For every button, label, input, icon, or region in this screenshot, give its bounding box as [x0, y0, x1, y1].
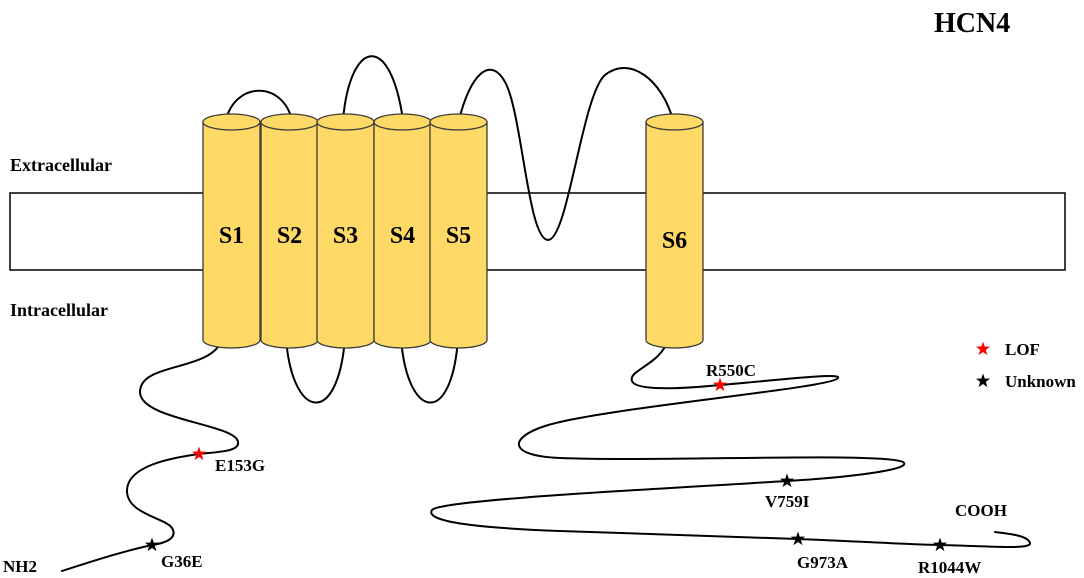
e153g-star-icon: [191, 446, 207, 461]
legend-label-lof: LOF: [1005, 340, 1040, 359]
intracellular-label: Intracellular: [10, 300, 108, 320]
g36e-star-icon: [144, 537, 160, 552]
helix-label-s4: S4: [390, 223, 415, 249]
legend-unknown-star-icon: [975, 373, 991, 388]
mutation-label-r1044w: R1044W: [918, 558, 981, 577]
legend: LOF Unknown: [975, 340, 1076, 391]
pore-loop-s5-s6: [458, 67, 674, 241]
helix-label-s2: S2: [277, 223, 302, 249]
g973a-star-icon: [790, 531, 806, 546]
loop-s4-s5: [400, 337, 459, 404]
mutation-label-v759i: V759I: [765, 492, 810, 511]
loop-s2-s3: [285, 337, 346, 404]
helix-s3: S3: [316, 113, 375, 349]
helix-label-s6: S6: [662, 228, 687, 254]
helix-label-s5: S5: [446, 223, 471, 249]
r550c-star-icon: [712, 377, 728, 392]
r1044w-star-icon: [932, 537, 948, 552]
c-terminus-label: COOH: [955, 501, 1007, 520]
helix-s1: S1: [202, 113, 261, 349]
helix-s5: S5: [429, 113, 488, 349]
loop-s1-s2: [225, 89, 293, 121]
diagram-title: HCN4: [934, 8, 1010, 39]
mutation-label-r550c: R550C: [706, 361, 756, 380]
loop-s3-s4: [342, 55, 404, 121]
v759i-star-icon: [779, 473, 795, 488]
helix-label-s3: S3: [333, 223, 358, 249]
c-terminus-chain: [430, 339, 1032, 549]
helix-s6: S6: [645, 113, 704, 349]
legend-label-unknown: Unknown: [1005, 372, 1076, 391]
helix-label-s1: S1: [219, 223, 244, 249]
n-terminus-chain: [61, 339, 239, 572]
mutation-label-e153g: E153G: [215, 456, 265, 475]
helix-s2: S2: [260, 113, 319, 349]
helix-s4: S4: [373, 113, 432, 349]
mutation-label-g36e: G36E: [161, 552, 203, 571]
mutation-label-g973a: G973A: [797, 553, 849, 572]
legend-lof-star-icon: [975, 341, 991, 356]
n-terminus-label: NH2: [3, 557, 37, 576]
extracellular-label: Extracellular: [10, 155, 112, 175]
membrane-bilayer: [9, 192, 1066, 271]
